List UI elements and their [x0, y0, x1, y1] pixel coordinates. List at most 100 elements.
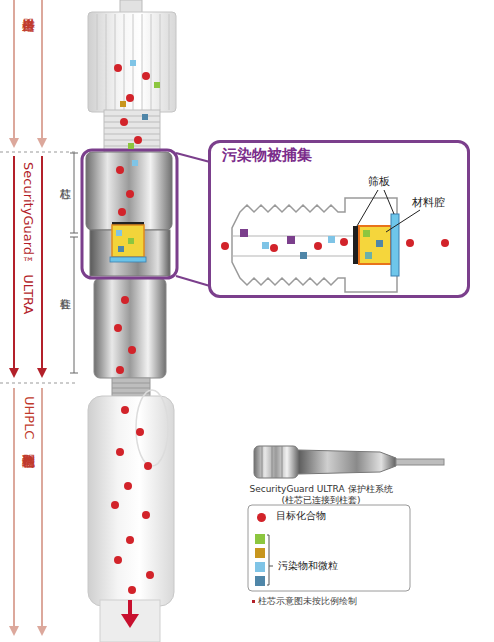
contaminant-particle — [376, 240, 383, 247]
callout-leader — [176, 153, 210, 286]
flow-arrow-upper — [41, 0, 43, 140]
contaminant-particle — [328, 236, 335, 243]
bracket — [74, 237, 75, 373]
injector-fitting — [104, 140, 160, 141]
analyte-dot — [406, 239, 414, 247]
injector-fitting — [142, 14, 143, 110]
cartridge-cavity — [112, 225, 144, 257]
analyte-dot — [116, 366, 124, 374]
part-name: 材料腔 — [412, 197, 445, 210]
injector-fitting — [104, 122, 160, 123]
analyte-dot — [116, 166, 124, 174]
flow-arrow-upper — [9, 0, 47, 148]
injector-fitting — [104, 128, 160, 129]
leader-line — [357, 190, 420, 232]
legend-bracket — [267, 535, 273, 585]
product-photo — [254, 446, 444, 478]
analyte-dot — [142, 72, 150, 80]
fitting-section — [232, 198, 397, 292]
guard-holder — [112, 378, 150, 396]
injector-fitting — [88, 0, 176, 152]
analyte-dot — [221, 242, 229, 250]
part-name: 筛板 — [368, 176, 390, 189]
contaminant-particle — [300, 252, 307, 259]
fitting-bore — [232, 236, 353, 256]
injector-fitting — [106, 14, 107, 110]
legend-bracket — [269, 566, 273, 567]
leader-line — [357, 190, 378, 226]
cartridge-cavity — [128, 238, 134, 244]
guard-holder — [112, 383, 150, 393]
callout-box: 污染物被捕集 — [208, 140, 470, 298]
product-photo — [262, 446, 263, 478]
analyte-dot — [136, 428, 144, 436]
bracket — [70, 153, 78, 373]
flow-arrow-upper — [9, 138, 19, 148]
legend-bracket — [267, 535, 269, 536]
contaminant-particle — [240, 229, 383, 259]
analyte-dot — [270, 244, 278, 252]
bracket — [70, 153, 78, 154]
legend-swatch — [255, 534, 265, 544]
analyte-dot — [116, 448, 124, 456]
analyte-dot — [221, 238, 449, 252]
injector-fitting — [115, 14, 116, 110]
bracket — [70, 237, 78, 238]
analyte-dot — [126, 94, 134, 102]
flow-arrow-lower — [9, 388, 47, 636]
injector-fitting — [104, 116, 160, 146]
contaminant-particle — [262, 242, 269, 249]
uhplc-column — [88, 396, 174, 606]
flow-arrow-lower — [9, 626, 19, 636]
injector-fitting — [160, 14, 161, 110]
flow-arrow-lower — [37, 626, 47, 636]
analyte-dot — [111, 501, 119, 509]
analyte-dot — [114, 324, 122, 332]
legend-swatch — [257, 513, 266, 522]
analyte-dot — [146, 571, 154, 579]
leader-line — [384, 190, 394, 214]
analyte-dot — [128, 586, 136, 594]
contaminant-particle — [120, 60, 160, 166]
contaminant-particle — [363, 230, 370, 237]
injector-fitting — [104, 110, 160, 152]
injector-fitting — [97, 14, 98, 110]
legend-swatch — [255, 534, 265, 586]
flow-arrow-lower — [41, 388, 43, 628]
analyte-dot — [126, 536, 134, 544]
analyte-dot — [121, 296, 129, 304]
product-photo — [396, 459, 444, 465]
contaminant-particle — [287, 236, 295, 244]
flow-stage-label: UHPLC 色谱柱到检测器 — [21, 396, 36, 444]
flow-arrow-middle — [41, 156, 43, 370]
contaminant-particle — [240, 229, 248, 237]
product-photo — [262, 446, 282, 478]
guard-holder — [86, 152, 172, 396]
uhplc-column — [136, 390, 168, 466]
guard-holder — [112, 393, 150, 394]
bracket — [70, 373, 78, 374]
analyte-dot — [111, 64, 154, 594]
callout-leader — [176, 276, 210, 286]
analyte-dot — [118, 208, 126, 216]
photo-caption: SecurityGuard ULTRA 保护柱系统 (柱芯已连接到柱套) — [243, 484, 399, 507]
callout-fill — [209, 141, 469, 297]
uhplc-column — [100, 600, 160, 642]
injector-fitting — [124, 14, 125, 110]
injector-fitting — [104, 134, 160, 135]
flow-stage-label: SecurityGuard™ ULTRA — [20, 162, 35, 314]
note-bullet — [252, 600, 255, 603]
frit — [391, 214, 399, 276]
callout-heading: 污染物被捕集 — [222, 146, 312, 165]
flow-arrow-upper — [13, 0, 15, 140]
cartridge-cavity — [116, 230, 122, 236]
contaminant-particle — [365, 252, 372, 259]
highlight-frame — [82, 150, 177, 278]
legend-frame — [248, 505, 410, 591]
analyte-dot — [121, 406, 129, 414]
callout-leader — [176, 153, 210, 162]
flow-arrow-middle — [9, 156, 47, 378]
injector-fitting — [97, 14, 169, 110]
product-photo — [272, 446, 273, 478]
